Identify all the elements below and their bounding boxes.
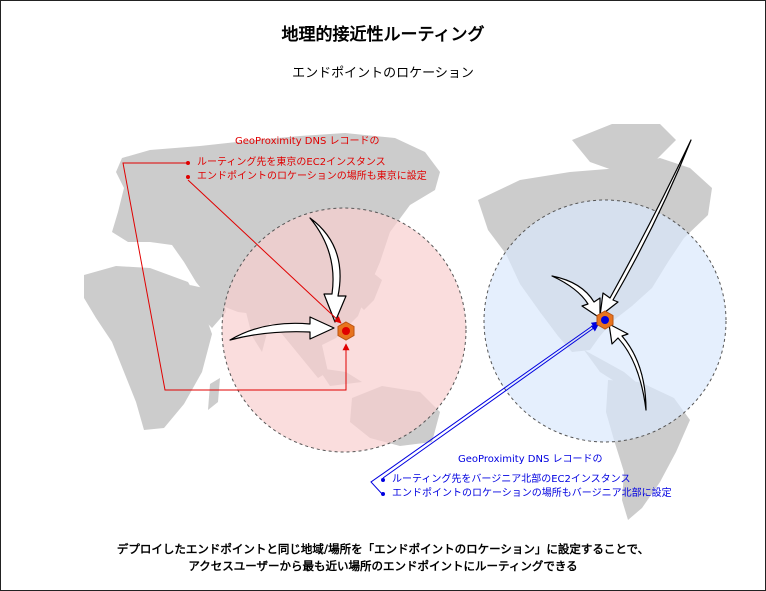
ec2-instance-icon bbox=[337, 321, 355, 341]
footer-line: アクセスユーザーから最も近い場所のエンドポイントにルーティングできる bbox=[188, 559, 578, 573]
virginia-note-item: ルーティング先をバージニア北部のEC2インスタンス bbox=[381, 473, 672, 487]
diagram-footer: デプロイしたエンドポイントと同じ地域/場所を「エンドポイントのロケーション」に設… bbox=[0, 541, 766, 575]
arrow-from-west bbox=[229, 316, 335, 341]
diagram-subtitle: エンドポイントのロケーション bbox=[292, 66, 474, 81]
diagram-title: 地理的接近性ルーティング bbox=[281, 25, 485, 45]
tokyo-note-list: ルーティング先を東京のEC2インスタンス エンドポイントのロケーションの場所も東… bbox=[186, 156, 427, 184]
arrow-from-south bbox=[608, 323, 647, 411]
virginia-note-item: エンドポイントのロケーションの場所もバージニア北部に設定 bbox=[381, 487, 672, 501]
virginia-routing-connector bbox=[370, 321, 599, 496]
tokyo-note-heading: GeoProximity DNS レコードの bbox=[235, 136, 380, 147]
tokyo-routing-connector bbox=[122, 162, 350, 391]
ec2-instance-icon bbox=[596, 310, 614, 330]
footer-line: デプロイしたエンドポイントと同じ地域/場所を「エンドポイントのロケーション」に設… bbox=[116, 542, 650, 556]
virginia-note-list: ルーティング先をバージニア北部のEC2インスタンス エンドポイントのロケーション… bbox=[381, 473, 672, 501]
tokyo-note-item: エンドポイントのロケーションの場所も東京に設定 bbox=[186, 170, 427, 184]
virginia-note-heading: GeoProximity DNS レコードの bbox=[458, 454, 603, 465]
tokyo-note-item: ルーティング先を東京のEC2インスタンス bbox=[186, 156, 427, 170]
